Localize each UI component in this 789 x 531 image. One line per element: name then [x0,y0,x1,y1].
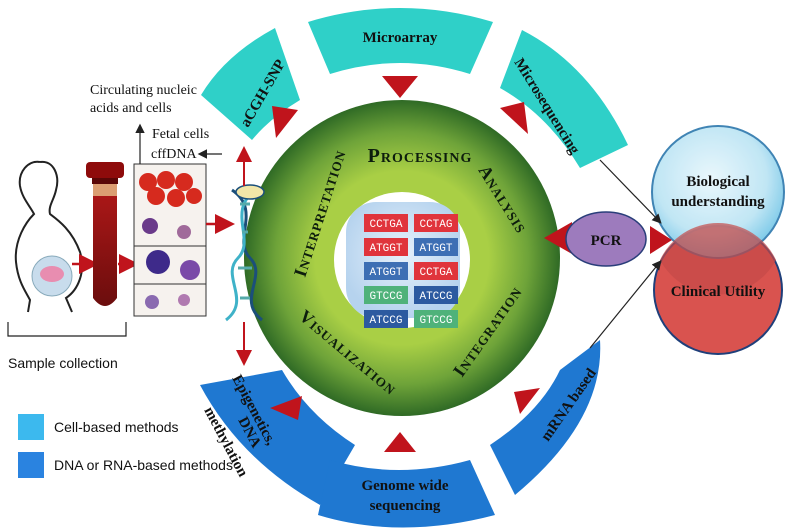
blood-tube-plasma [93,184,117,196]
fetus-icon [40,266,64,282]
sequence-text: ATGGT [369,267,402,279]
microsequencing-to-outcome-line [599,159,662,224]
arrow-from-microarray [382,76,418,98]
pcr-arrow [544,222,572,254]
sequence-box [364,262,408,280]
dna-helix-icon [225,188,263,322]
overlap-region [660,223,776,295]
white-blood-cells-icon [142,218,200,309]
word-processing: Processing [368,145,473,167]
legend-label-cell: Cell-based methods [54,419,179,435]
sequence-text: ATCCG [419,291,452,303]
pcr-label: PCR [591,233,622,249]
sequence-text: CCTAG [419,219,452,231]
sequence-box [364,214,408,232]
segment-microsequencing[interactable] [500,30,628,168]
blood-tube-cap [86,162,124,178]
segment-genome-wide[interactable] [318,460,495,528]
sample-collection-bracket [7,322,127,337]
label-genome-2: sequencing [370,498,441,514]
blood-tube-rim [92,178,118,184]
mrna-to-outcome-line [589,260,662,349]
cffdna-label: cffDNA [151,147,198,162]
legend-swatch-cell [18,414,44,440]
sequence-box [414,214,458,232]
pcr-ellipse[interactable] [565,211,647,267]
pcr-to-outcome-arrow [650,226,672,254]
arrow-from-acgh [272,106,298,138]
label-genome-1: Genome wide [361,478,448,494]
pregnant-woman-icon [14,160,84,313]
left-panel [7,123,265,366]
capsule-icon [235,184,265,200]
inward-arrows [270,76,540,452]
red-blood-cells-icon [139,171,202,207]
sequence-box [414,238,458,256]
segment-epigenetics[interactable] [200,370,355,505]
legend-label-dna: DNA or RNA-based methods [54,457,233,473]
circulating-label-2: acids and cells [90,101,172,116]
sequence-text: ATCCG [369,315,402,327]
sequence-text: GTCCG [369,291,402,303]
legend: Cell-based methods DNA or RNA-based meth… [18,414,233,478]
sequence-grid: CCTGA CCTAG ATGGT ATGGT ATGGT CCTGA GTCCG ATCCG… [364,214,458,328]
fetal-cells-label: Fetal cells [152,127,209,142]
label-microarray: Microarray [363,30,438,46]
blood-tube-icon [93,184,117,306]
sequence-text: CCTGA [369,219,402,231]
clinical-label: Clinical Utility [671,284,766,300]
sequence-box [414,286,458,304]
sequence-box [364,286,408,304]
arrow-from-mrna [514,388,540,414]
sequence-text: ATGGT [369,243,402,255]
sequence-box [414,310,458,328]
segment-microarray[interactable] [308,8,493,74]
legend-swatch-dna [18,452,44,478]
arrow-from-genome [384,432,416,452]
circulating-label-1: Circulating nucleic [90,83,197,98]
sample-collection-label: Sample collection [8,355,118,371]
sequence-text: GTCCG [419,315,452,327]
sequence-text: ATGGT [419,243,452,255]
sequence-box [414,262,458,280]
sequence-text: CCTGA [419,267,452,279]
biological-label-1: Biological [686,174,749,190]
biological-label-2: understanding [671,194,765,210]
sequence-box [364,310,408,328]
arrow-from-microsequencing [500,102,528,134]
segment-mrna[interactable] [490,340,601,495]
arrow-from-epigenetics [270,396,302,420]
sequence-box [364,238,408,256]
